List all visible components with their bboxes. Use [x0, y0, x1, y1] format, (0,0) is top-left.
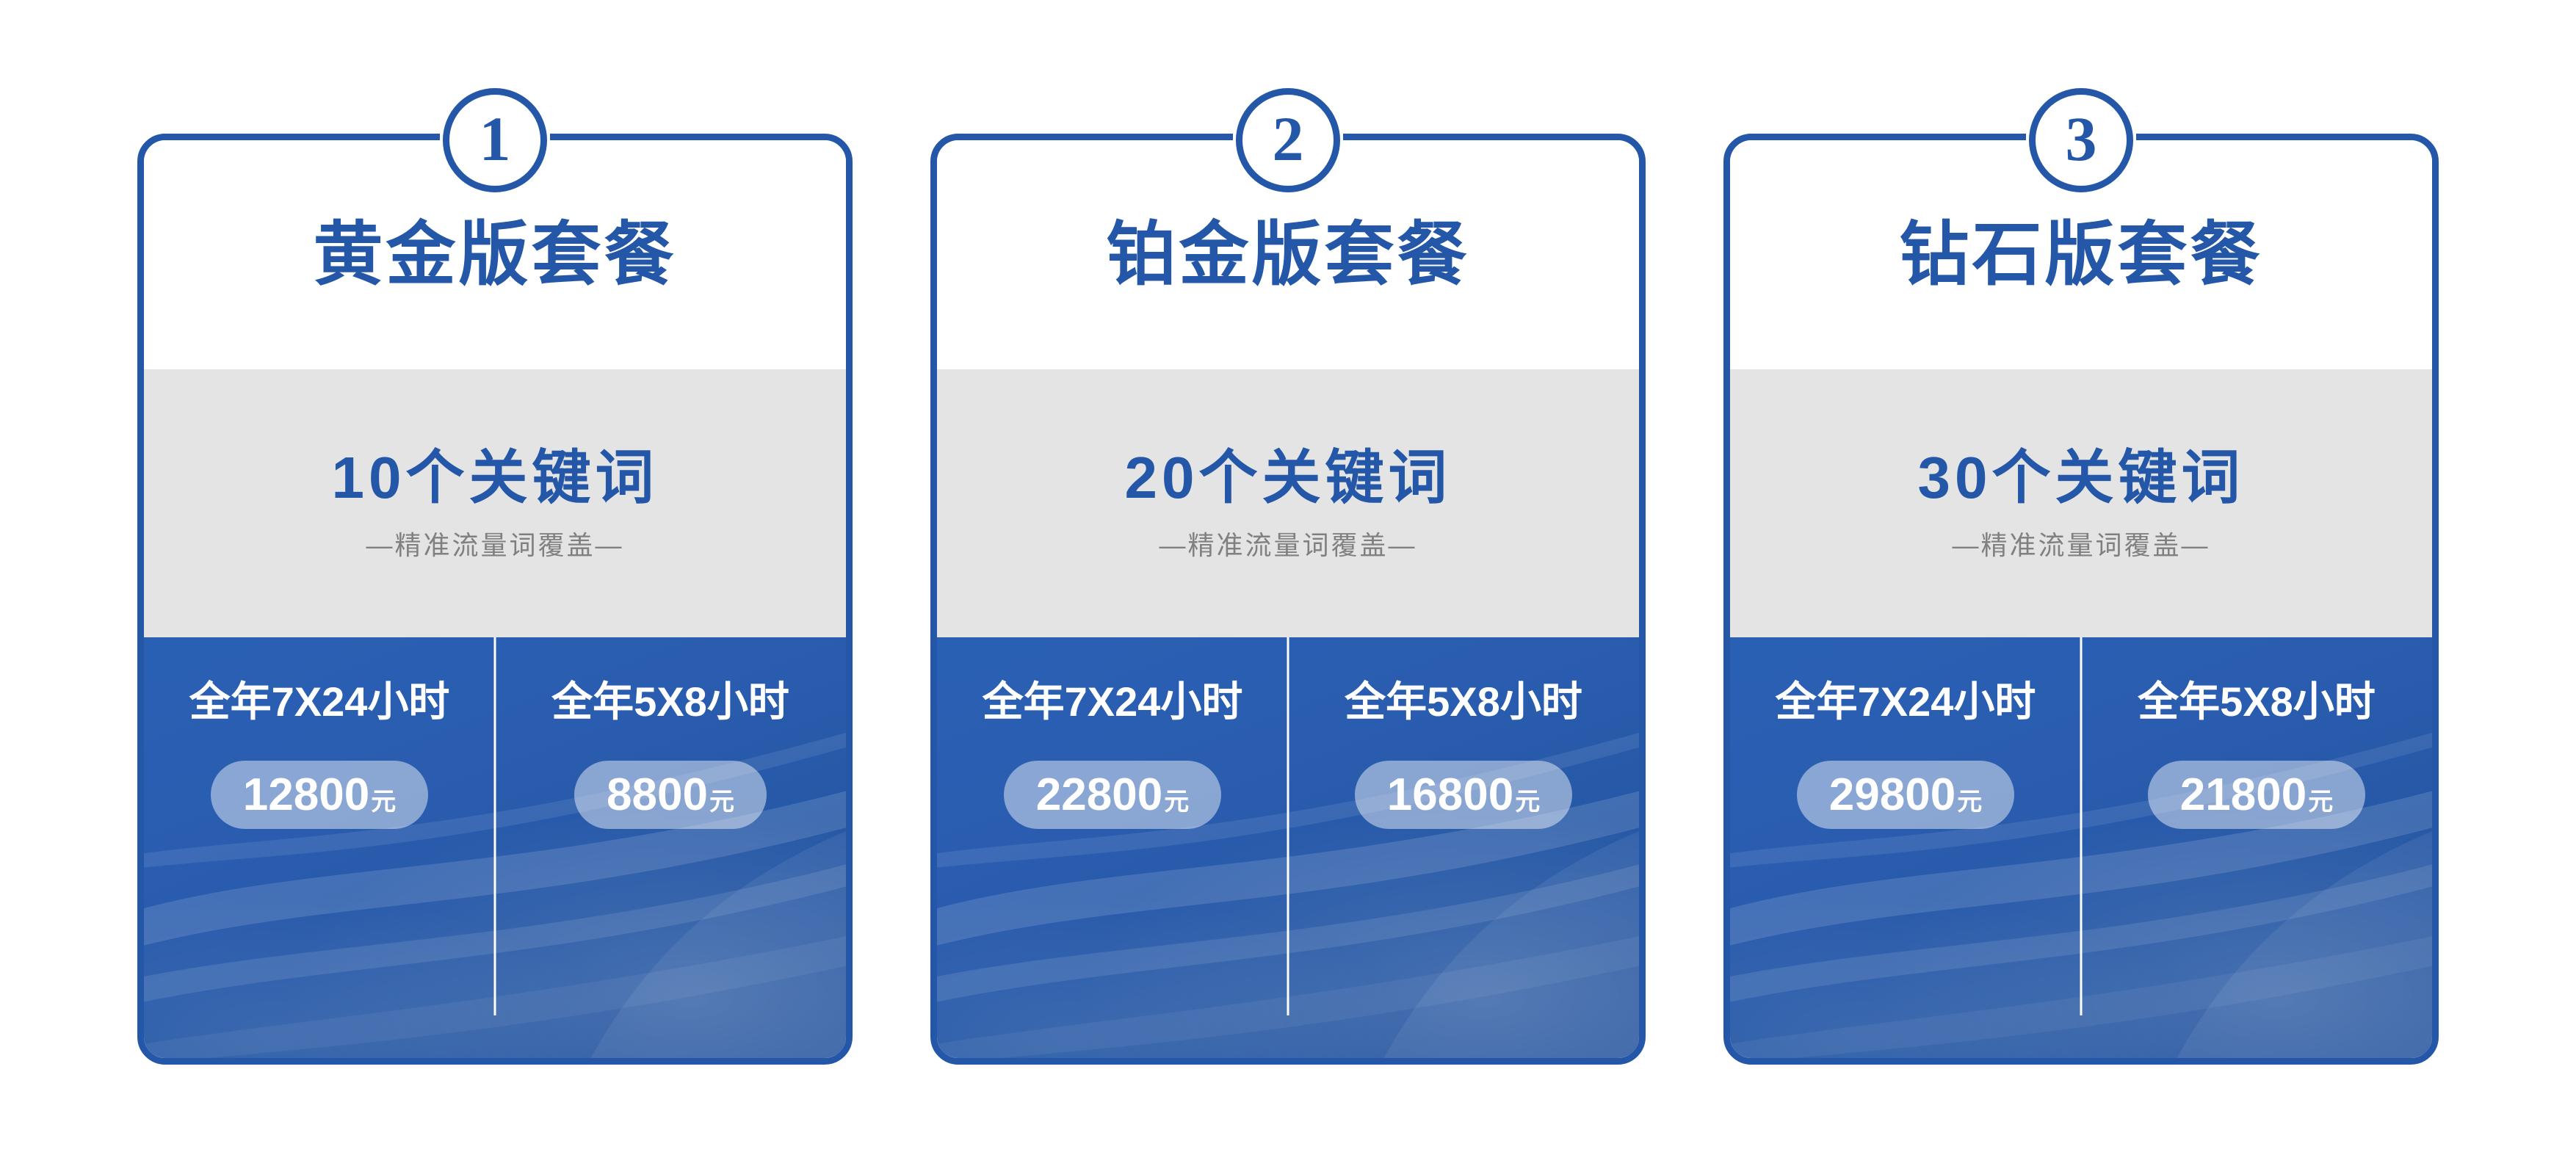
price-amount: 22800	[1035, 769, 1163, 820]
pricing-option[interactable]: 全年5X8小时 8800 元	[495, 637, 846, 1058]
price-amount: 29800	[1828, 769, 1956, 820]
price-unit: 元	[371, 788, 397, 816]
card-frame: 钻石版套餐 30个关键词 —精准流量词覆盖—	[1723, 134, 2439, 1065]
pricing-card[interactable]: 钻石版套餐 30个关键词 —精准流量词覆盖—	[1723, 88, 2439, 1065]
keyword-count: 10个关键词	[331, 444, 659, 510]
service-hours-label: 全年7X24小时	[1775, 678, 2036, 725]
plan-title: 钻石版套餐	[1899, 215, 2263, 294]
price-amount: 12800	[242, 769, 370, 820]
pricing-option[interactable]: 全年7X24小时 22800 元	[937, 637, 1288, 1058]
price-unit: 元	[2308, 788, 2334, 816]
pricing-column-divider	[493, 637, 496, 1015]
keyword-count: 20个关键词	[1124, 444, 1452, 510]
card-keywords-section: 20个关键词 —精准流量词覆盖—	[937, 369, 1639, 637]
price-pill[interactable]: 12800 元	[210, 761, 429, 830]
price-unit: 元	[1515, 788, 1541, 816]
price-amount: 21800	[2179, 769, 2307, 820]
card-keywords-section: 10个关键词 —精准流量词覆盖—	[144, 369, 846, 637]
card-frame: 铂金版套餐 20个关键词 —精准流量词覆盖—	[930, 134, 1646, 1065]
pricing-columns: 全年7X24小时 22800 元 全年5X8小时 16800 元	[937, 637, 1639, 1058]
price-pill[interactable]: 16800 元	[1354, 761, 1573, 830]
price-unit: 元	[1164, 788, 1190, 816]
card-pricing-section: 全年7X24小时 22800 元 全年5X8小时 16800 元	[937, 637, 1639, 1058]
service-hours-label: 全年7X24小时	[189, 678, 450, 725]
keyword-subtitle: —精准流量词覆盖—	[366, 529, 624, 560]
keyword-subtitle: —精准流量词覆盖—	[1952, 529, 2210, 560]
service-hours-label: 全年5X8小时	[1345, 678, 1582, 725]
service-hours-label: 全年5X8小时	[2138, 678, 2376, 725]
pricing-column-divider	[1287, 637, 1289, 1015]
keyword-count: 30个关键词	[1917, 444, 2245, 510]
price-pill[interactable]: 22800 元	[1003, 761, 1222, 830]
price-unit: 元	[709, 788, 734, 816]
card-number-badge-label: 1	[479, 104, 511, 174]
price-amount: 16800	[1386, 769, 1514, 820]
pricing-columns: 全年7X24小时 29800 元 全年5X8小时 21800 元	[1730, 637, 2432, 1058]
card-pricing-section: 全年7X24小时 12800 元 全年5X8小时 8800 元	[144, 637, 846, 1058]
price-pill[interactable]: 21800 元	[2147, 761, 2366, 830]
plan-title: 铂金版套餐	[1106, 215, 1470, 294]
card-number-badge: 3	[2029, 88, 2133, 192]
service-hours-label: 全年5X8小时	[551, 678, 789, 725]
pricing-option[interactable]: 全年7X24小时 12800 元	[144, 637, 495, 1058]
price-unit: 元	[1957, 788, 1983, 816]
keyword-subtitle: —精准流量词覆盖—	[1159, 529, 1417, 560]
card-number-badge-label: 3	[2065, 104, 2097, 174]
card-number-badge: 2	[1236, 88, 1340, 192]
card-number-badge: 1	[443, 88, 547, 192]
pricing-option[interactable]: 全年5X8小时 16800 元	[1288, 637, 1639, 1058]
service-hours-label: 全年7X24小时	[982, 678, 1243, 725]
price-amount: 8800	[607, 769, 708, 820]
pricing-column-divider	[2080, 637, 2083, 1015]
pricing-card[interactable]: 黄金版套餐 10个关键词 —精准流量词覆盖—	[137, 88, 853, 1065]
card-pricing-section: 全年7X24小时 29800 元 全年5X8小时 21800 元	[1730, 637, 2432, 1058]
card-number-badge-label: 2	[1272, 104, 1304, 174]
plan-title: 黄金版套餐	[313, 215, 677, 294]
card-frame: 黄金版套餐 10个关键词 —精准流量词覆盖—	[137, 134, 853, 1065]
price-pill[interactable]: 8800 元	[574, 761, 767, 830]
price-pill[interactable]: 29800 元	[1796, 761, 2015, 830]
pricing-option[interactable]: 全年7X24小时 29800 元	[1730, 637, 2081, 1058]
pricing-card[interactable]: 铂金版套餐 20个关键词 —精准流量词覆盖—	[930, 88, 1646, 1065]
card-keywords-section: 30个关键词 —精准流量词覆盖—	[1730, 369, 2432, 637]
pricing-columns: 全年7X24小时 12800 元 全年5X8小时 8800 元	[144, 637, 846, 1058]
pricing-option[interactable]: 全年5X8小时 21800 元	[2081, 637, 2432, 1058]
